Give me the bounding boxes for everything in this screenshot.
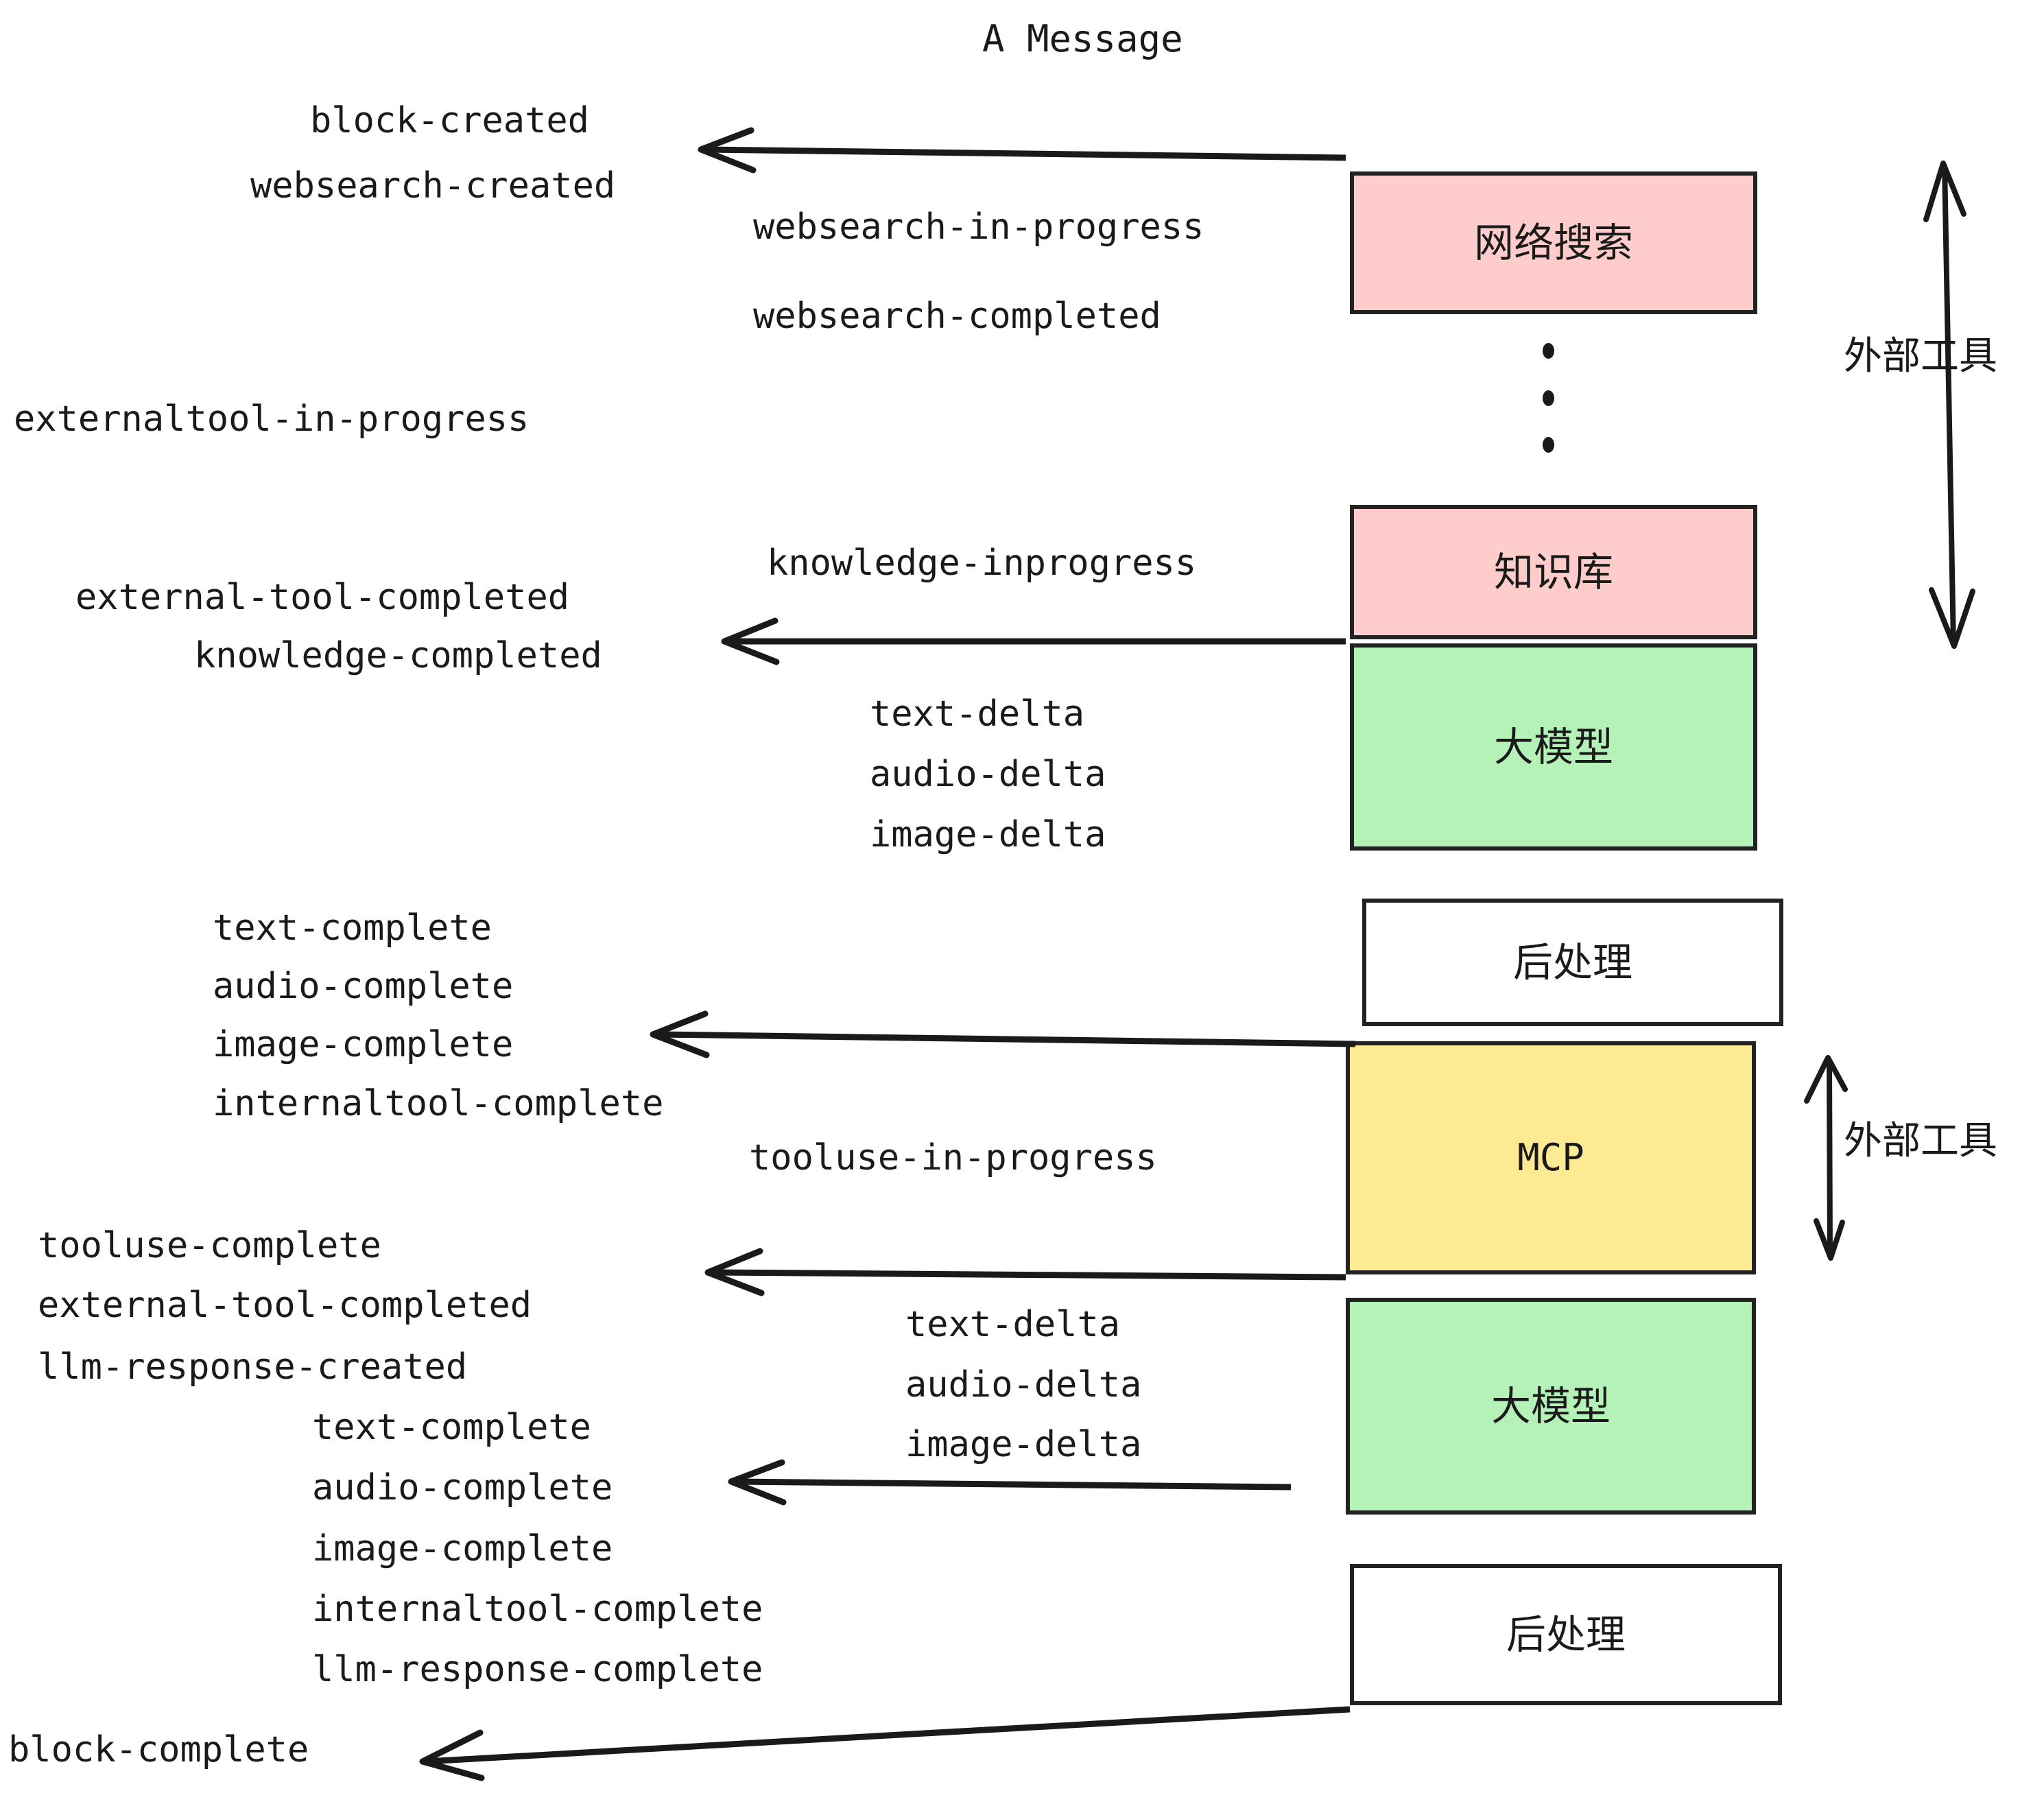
event-label-text-delta-2: text-delta [905,1304,1121,1345]
arrow-websearch-to-block-created [698,127,1346,174]
event-label-llm-response-created: llm-response-created [38,1346,468,1388]
event-label-external-tool-completed-1: external-tool-completed [75,577,570,618]
event-label-audio-delta-1: audio-delta [870,754,1106,795]
event-label-audio-delta-2: audio-delta [905,1364,1142,1405]
side-label-external-tool-bottom: 外部工具 [1844,1119,1997,1163]
event-label-text-complete-2: text-complete [312,1407,591,1448]
node-post-top-label: 后处理 [1512,939,1632,986]
node-post-bottom-label: 后处理 [1506,1611,1626,1658]
node-llm-top-label: 大模型 [1493,724,1613,770]
event-label-audio-complete-1: audio-complete [213,966,514,1007]
event-label-websearch-completed: websearch-completed [753,296,1161,337]
event-label-image-delta-2: image-delta [905,1424,1142,1465]
event-label-external-tool-completed-2: external-tool-completed [38,1285,532,1326]
event-label-block-created: block-created [310,100,589,141]
event-label-audio-complete-2: audio-complete [312,1467,613,1508]
event-label-llm-response-complete: llm-response-complete [312,1649,763,1690]
event-label-externaltool-in-progress: externaltool-in-progress [14,399,530,440]
arrow-mcp-to-external-tool-completed [704,1248,1346,1296]
double-arrow-external-tool-bottom [1804,1055,1848,1261]
event-label-internaltool-complete-1: internaltool-complete [213,1083,664,1124]
event-label-websearch-created: websearch-created [250,165,616,206]
node-mcp-label: MCP [1517,1136,1584,1179]
node-websearch[interactable]: 网络搜索 [1350,171,1757,314]
event-label-websearch-in-progress: websearch-in-progress [753,206,1204,248]
event-label-image-complete-1: image-complete [213,1024,514,1065]
event-label-text-delta-1: text-delta [870,693,1085,735]
event-label-knowledge-inprogress: knowledge-inprogress [767,543,1197,584]
event-label-tooluse-complete: tooluse-complete [38,1225,381,1266]
double-arrow-external-tool-top [1923,161,1975,649]
event-label-block-complete: block-complete [8,1729,309,1770]
arrow-post-bottom-to-block-complete [419,1706,1351,1781]
event-label-knowledge-completed: knowledge-completed [194,635,602,676]
arrow-llm-to-audio-complete [728,1459,1292,1506]
side-label-external-tool-top: 外部工具 [1844,334,1997,379]
node-llm-bottom[interactable]: 大模型 [1346,1298,1756,1515]
node-llm-top[interactable]: 大模型 [1350,643,1757,851]
page-title: A Message [982,17,1183,60]
arrow-knowledge-to-knowledge-completed [721,617,1346,665]
arrow-post-to-image-complete [650,1010,1356,1058]
event-label-image-complete-2: image-complete [312,1528,613,1569]
node-knowledge[interactable]: 知识库 [1350,505,1757,639]
node-post-top[interactable]: 后处理 [1362,899,1783,1026]
event-label-internaltool-complete-2: internaltool-complete [312,1589,763,1630]
event-label-image-delta-1: image-delta [870,814,1106,855]
vertical-ellipsis-icon [1541,343,1555,453]
node-mcp[interactable]: MCP [1346,1041,1756,1274]
node-post-bottom[interactable]: 后处理 [1350,1564,1782,1705]
node-llm-bottom-label: 大模型 [1490,1383,1611,1429]
event-label-tooluse-in-progress: tooluse-in-progress [749,1137,1157,1178]
node-knowledge-label: 知识库 [1493,549,1613,595]
event-label-text-complete-1: text-complete [213,907,492,949]
node-websearch-label: 网络搜索 [1473,219,1633,266]
